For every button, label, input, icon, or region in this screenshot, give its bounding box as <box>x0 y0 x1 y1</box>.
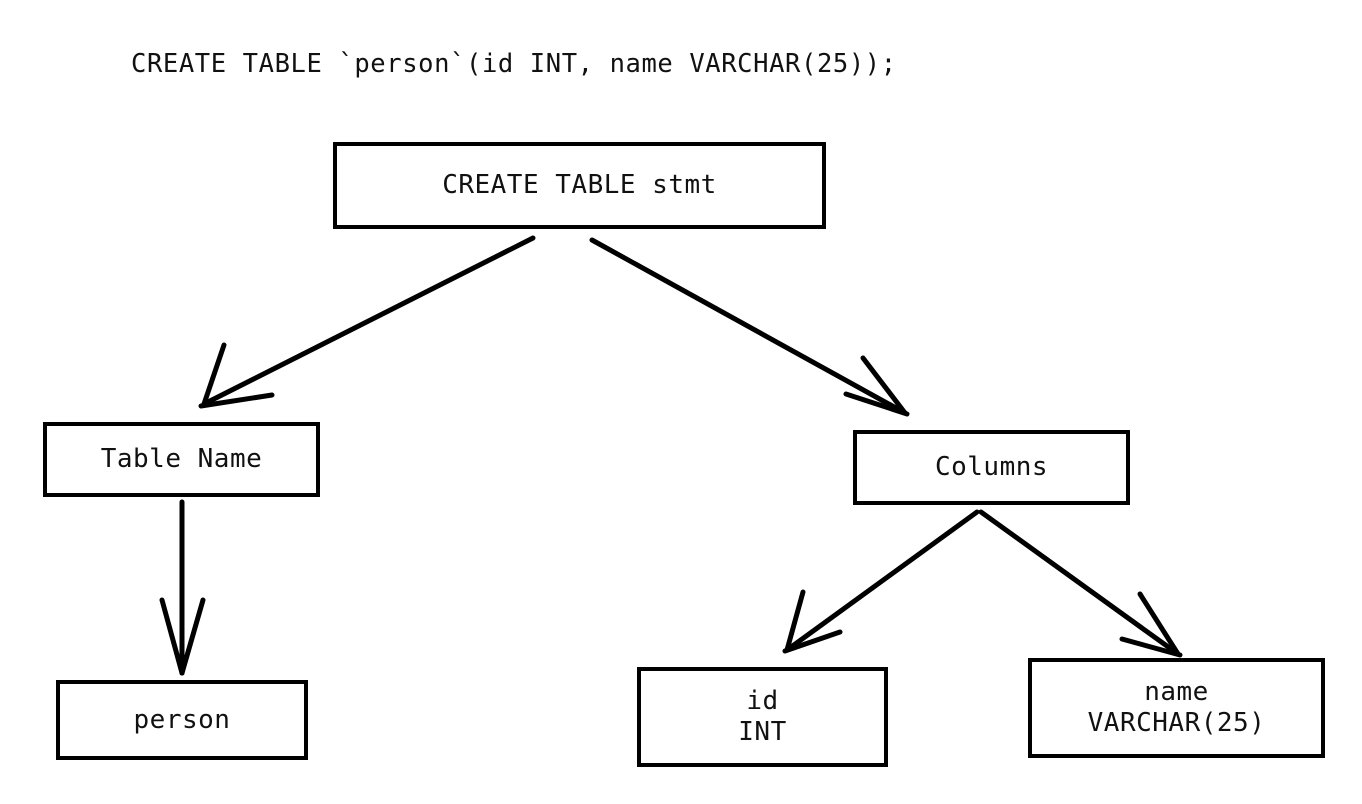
node-label: Table Name <box>100 444 263 475</box>
node-person[interactable]: person <box>56 680 308 760</box>
node-label: Columns <box>934 452 1049 483</box>
edge-columns-to-col-name <box>978 509 1183 658</box>
edge-table-name-to-person <box>159 499 206 676</box>
node-column-id[interactable]: id INT <box>637 667 888 767</box>
node-label: name <box>1144 677 1209 708</box>
node-column-name[interactable]: name VARCHAR(25) <box>1028 658 1325 758</box>
node-sublabel: VARCHAR(25) <box>1087 708 1266 738</box>
sql-statement-caption: CREATE TABLE `person`(id INT, name VARCH… <box>131 49 897 79</box>
edge-root-to-columns <box>589 237 910 417</box>
edge-root-to-table-name <box>198 235 536 409</box>
node-sublabel: INT <box>738 717 787 747</box>
node-label: person <box>133 704 231 735</box>
edge-columns-to-col-id <box>782 509 980 654</box>
node-table-name[interactable]: Table Name <box>43 422 320 497</box>
node-columns[interactable]: Columns <box>853 430 1130 505</box>
node-label: id <box>746 686 779 717</box>
node-create-table-stmt[interactable]: CREATE TABLE stmt <box>333 142 826 229</box>
node-label: CREATE TABLE stmt <box>442 170 717 201</box>
